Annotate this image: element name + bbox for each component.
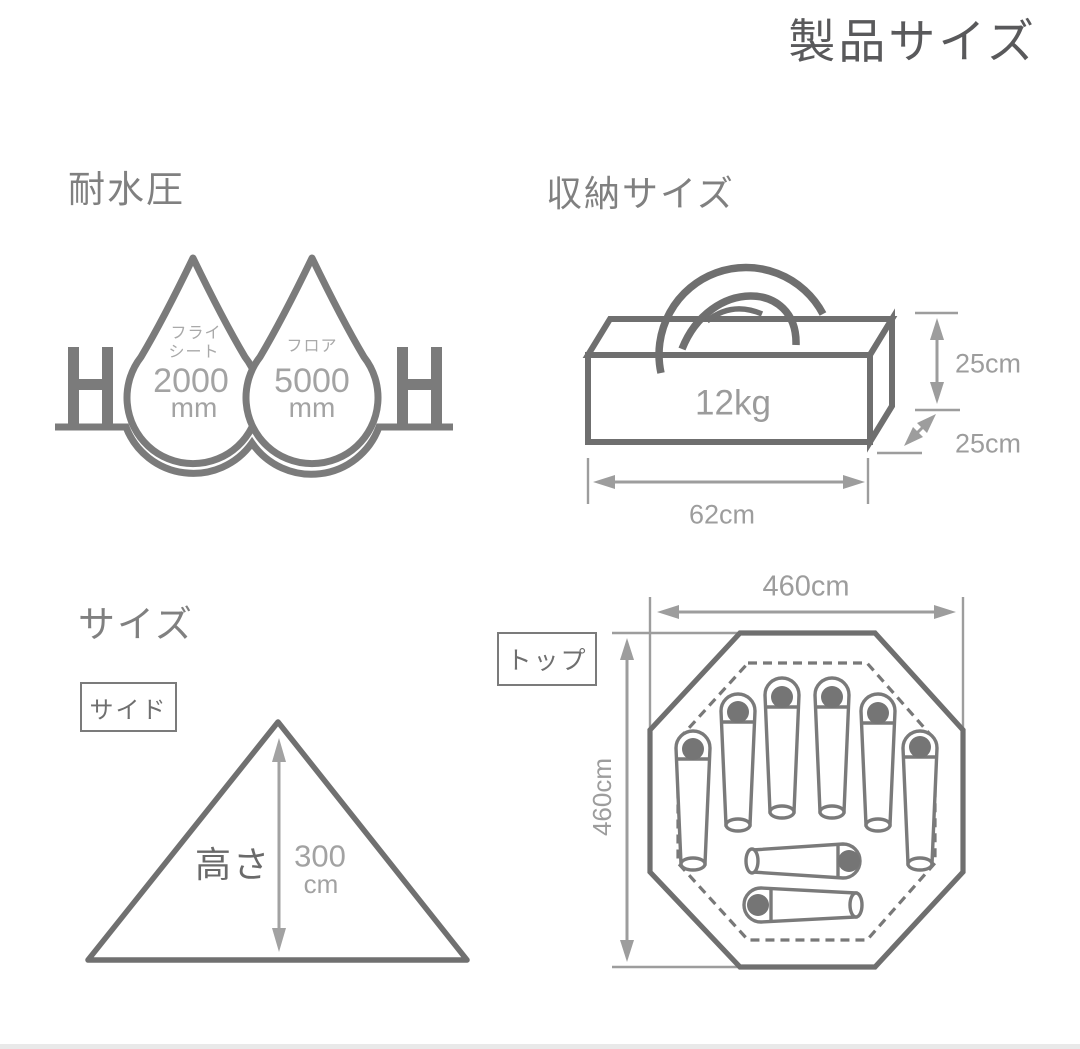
storage-heading: 収納サイズ: [546, 173, 735, 214]
water-line: [55, 423, 453, 478]
sleeping-bag-icon: [763, 676, 801, 820]
top-view-label: トップ: [506, 647, 588, 675]
size-heading: サイズ: [78, 604, 194, 645]
storage-width-arrow: [593, 475, 865, 489]
sleeping-bag-icon: [719, 692, 757, 833]
storage-width-value: 62cm: [688, 499, 756, 530]
flysheet-label-line2: シート: [168, 344, 220, 361]
flysheet-unit: mm: [170, 392, 218, 423]
bag-handle-gap: [705, 306, 764, 324]
flysheet-value: 2000: [153, 362, 229, 400]
side-view-label-box: サイド: [80, 682, 177, 732]
side-view-label: サイド: [89, 696, 168, 724]
sleeping-bags: [674, 676, 939, 924]
flysheet-label-line1: フライ: [170, 325, 222, 342]
sleeping-bag-icon: [813, 676, 851, 820]
page-title: 製品サイズ: [788, 15, 1037, 68]
top-depth-arrow: [620, 638, 634, 962]
sleeping-bag-icon: [859, 692, 897, 833]
water-drop-floor-icon: [242, 254, 382, 468]
storage-height-value: 25cm: [954, 348, 1022, 379]
floor-unit: mm: [288, 392, 336, 423]
bag-top-face: [582, 316, 898, 358]
sleeping-bag-icon: [674, 729, 712, 872]
bag-front-handle: [655, 263, 827, 374]
bottom-divider: [0, 1044, 1080, 1049]
storage-depth-arrow: [904, 414, 936, 446]
water-resistance-icon: [55, 254, 453, 478]
top-depth-value: 460cm: [587, 757, 617, 837]
tent-height-label: 高さ: [194, 844, 272, 885]
tent-height-arrow: [272, 738, 286, 952]
storage-weight: 12kg: [695, 383, 771, 423]
top-width-value: 460cm: [762, 570, 850, 603]
water-drop-flysheet-icon: [123, 254, 263, 468]
bag-front-face: [585, 352, 873, 445]
storage-height-arrow: [930, 318, 944, 404]
floor-value: 5000: [274, 362, 350, 400]
storage-bag-icon: [582, 263, 960, 504]
h-letter-left-icon: [68, 347, 113, 427]
storage-extension-lines: [586, 311, 960, 504]
tent-top-view: [612, 597, 966, 970]
tent-side-view: [85, 719, 470, 963]
h-letter-right-icon: [397, 347, 442, 427]
sleeping-bag-icon: [901, 729, 939, 872]
bag-rear-handle: [678, 292, 800, 351]
tent-height-unit: cm: [303, 869, 339, 899]
tent-height-value: 300: [294, 838, 346, 874]
sleeping-bag-icon: [744, 842, 862, 880]
top-view-extension-lines: [612, 597, 965, 969]
storage-depth-value: 25cm: [954, 428, 1022, 459]
sleeping-bag-icon: [742, 886, 864, 924]
water-resistance-heading: 耐水圧: [68, 169, 185, 210]
floor-label: フロア: [286, 338, 338, 355]
top-width-arrow: [657, 605, 956, 619]
top-view-label-box: トップ: [497, 632, 597, 686]
